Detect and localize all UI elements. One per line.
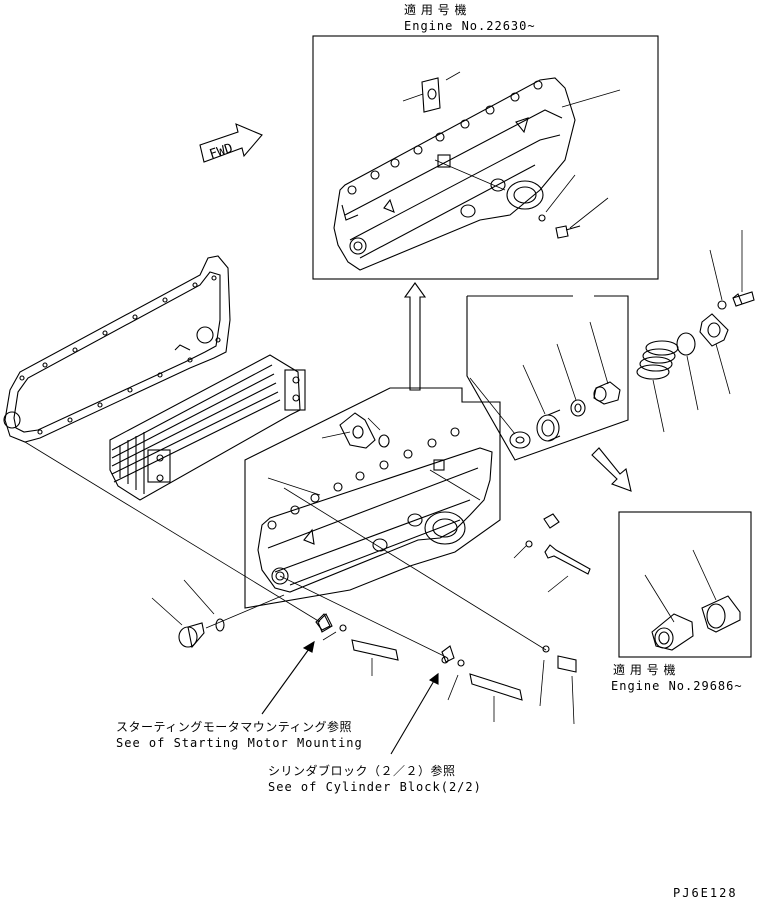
cylinder-block-ref-jp: シリンダブロック（２／２）参照 xyxy=(268,764,456,778)
valve-bottom-variant xyxy=(651,595,741,651)
gasket-small-main xyxy=(339,412,390,449)
gasket-small-top xyxy=(421,77,441,113)
oil-cooler-element xyxy=(109,354,306,501)
variant-box-bottom xyxy=(618,511,752,658)
arrow-up xyxy=(403,282,427,391)
starting-motor-ref-jp: スターティングモータマウンティング参照 xyxy=(116,720,353,734)
callouts-top xyxy=(402,71,621,229)
callouts-spring xyxy=(652,230,743,433)
arrow-down-right xyxy=(591,447,632,492)
bolt-right-1 xyxy=(525,513,591,575)
top-variant-label-jp: 適 用 号 機 xyxy=(404,3,467,17)
bolt-lower-left xyxy=(178,618,225,649)
top-variant-label-en: Engine No.22630~ xyxy=(404,19,536,33)
fwd-arrow-icon: FWD xyxy=(199,123,263,163)
callouts-valve xyxy=(469,321,609,435)
reference-lines xyxy=(24,441,547,658)
ref-arrow-cylinder-block xyxy=(390,645,455,755)
gasket-large xyxy=(3,255,231,443)
valve-group-outline xyxy=(466,295,629,461)
starting-motor-ref-en: See of Starting Motor Mounting xyxy=(116,736,363,750)
cylinder-block-ref-en: See of Cylinder Block(2/2) xyxy=(268,780,482,794)
bottom-variant-label-jp: 適 用 号 機 xyxy=(613,663,676,677)
valve-parts xyxy=(509,381,621,449)
oil-cooler-cover-top xyxy=(333,77,576,271)
spring-assembly xyxy=(636,291,755,380)
bottom-variant-label-en: Engine No.29686~ xyxy=(611,679,743,693)
bolt-top xyxy=(538,214,581,239)
bolt-lower-mid xyxy=(317,613,577,701)
oil-cooler-cover-main xyxy=(257,427,493,593)
drawing-code: PJ6E128 xyxy=(673,886,738,900)
callouts-bottom xyxy=(644,549,717,623)
callouts-lower xyxy=(151,417,575,725)
ref-arrow-starting-motor xyxy=(261,613,331,715)
main-parts-outline xyxy=(244,387,501,609)
variant-box-top xyxy=(312,35,659,280)
svg-text:FWD: FWD xyxy=(208,141,235,163)
